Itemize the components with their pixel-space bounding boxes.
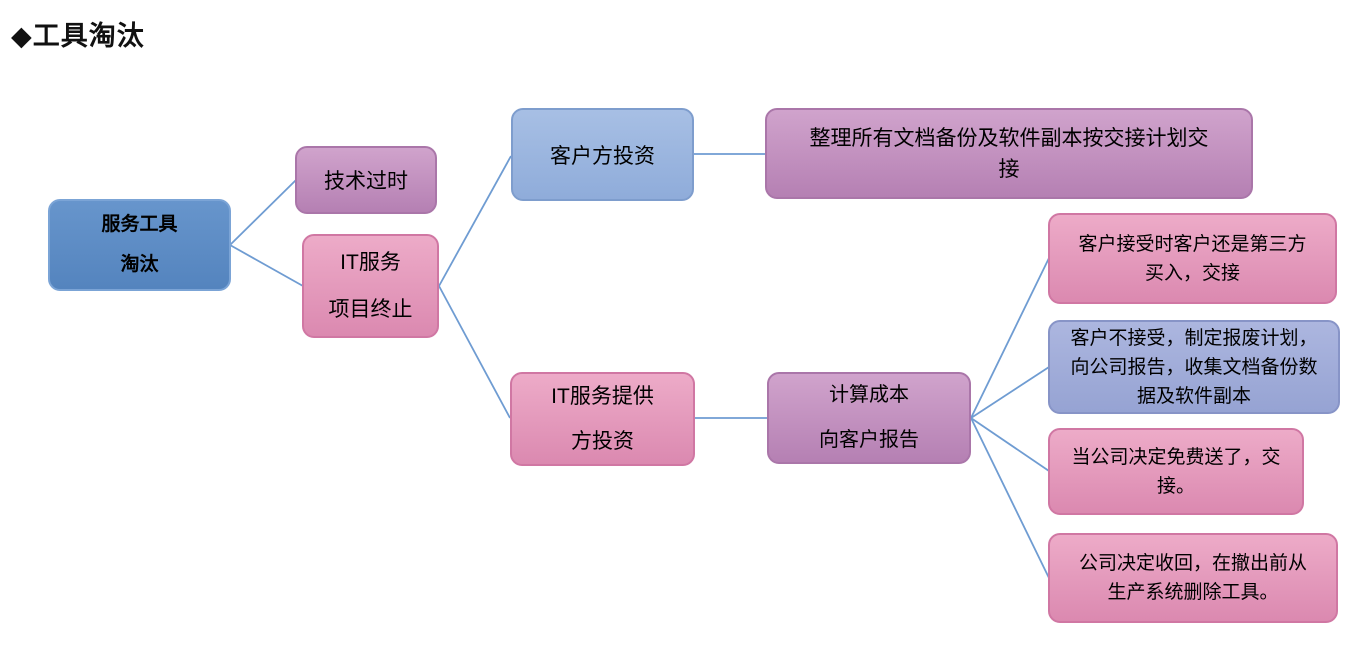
node-customer-accepts-handover: 客户接受时客户还是第三方 买入，交接	[1048, 213, 1337, 304]
node-label: IT服务 项目终止	[328, 251, 413, 321]
node-customer-rejects-scrap-plan: 客户不接受，制定报废计划， 向公司报告，收集文档备份数 据及软件副本	[1048, 320, 1340, 414]
node-calc-cost-report: 计算成本 向客户报告	[767, 372, 971, 464]
node-label: 当公司决定免费送了，交 接。	[1071, 446, 1281, 497]
node-service-tool-retirement: 服务工具 淘汰	[48, 199, 231, 291]
node-it-service-termination: IT服务 项目终止	[302, 234, 439, 338]
node-tech-obsolete: 技术过时	[295, 146, 437, 214]
node-label: 公司决定收回，在撤出前从 生产系统删除工具。	[1078, 553, 1307, 603]
edge-itterm-prov	[438, 285, 511, 419]
node-label: 客户不接受，制定报废计划， 向公司报告，收集文档备份数 据及软件副本	[1070, 327, 1318, 407]
node-label: 服务工具 淘汰	[101, 214, 178, 275]
edge-root-tech	[229, 179, 297, 246]
node-label: 客户接受时客户还是第三方 买入，交接	[1078, 233, 1307, 284]
edge-itterm-cust	[438, 155, 512, 287]
edge-calc-accept	[970, 257, 1050, 419]
edge-calc-reject	[970, 366, 1050, 419]
page-title: ◆工具淘汰	[11, 21, 145, 51]
node-label: 技术过时	[324, 170, 408, 193]
node-customer-investment: 客户方投资	[511, 108, 694, 201]
node-free-giveaway-handover: 当公司决定免费送了，交 接。	[1048, 428, 1304, 515]
edge-root-itterm	[229, 244, 304, 287]
node-label: 客户方投资	[550, 144, 655, 168]
node-label: IT服务提供 方投资	[551, 385, 654, 453]
edge-calc-free	[970, 417, 1050, 472]
node-label: 计算成本 向客户报告	[819, 384, 919, 451]
node-company-recall-delete: 公司决定收回，在撤出前从 生产系统删除工具。	[1048, 533, 1338, 623]
edge-calc-recall	[970, 417, 1050, 579]
node-provider-investment: IT服务提供 方投资	[510, 372, 695, 466]
node-label: 整理所有文档备份及软件副本按交接计划交 接	[809, 126, 1209, 181]
node-handover-docs: 整理所有文档备份及软件副本按交接计划交 接	[765, 108, 1253, 199]
